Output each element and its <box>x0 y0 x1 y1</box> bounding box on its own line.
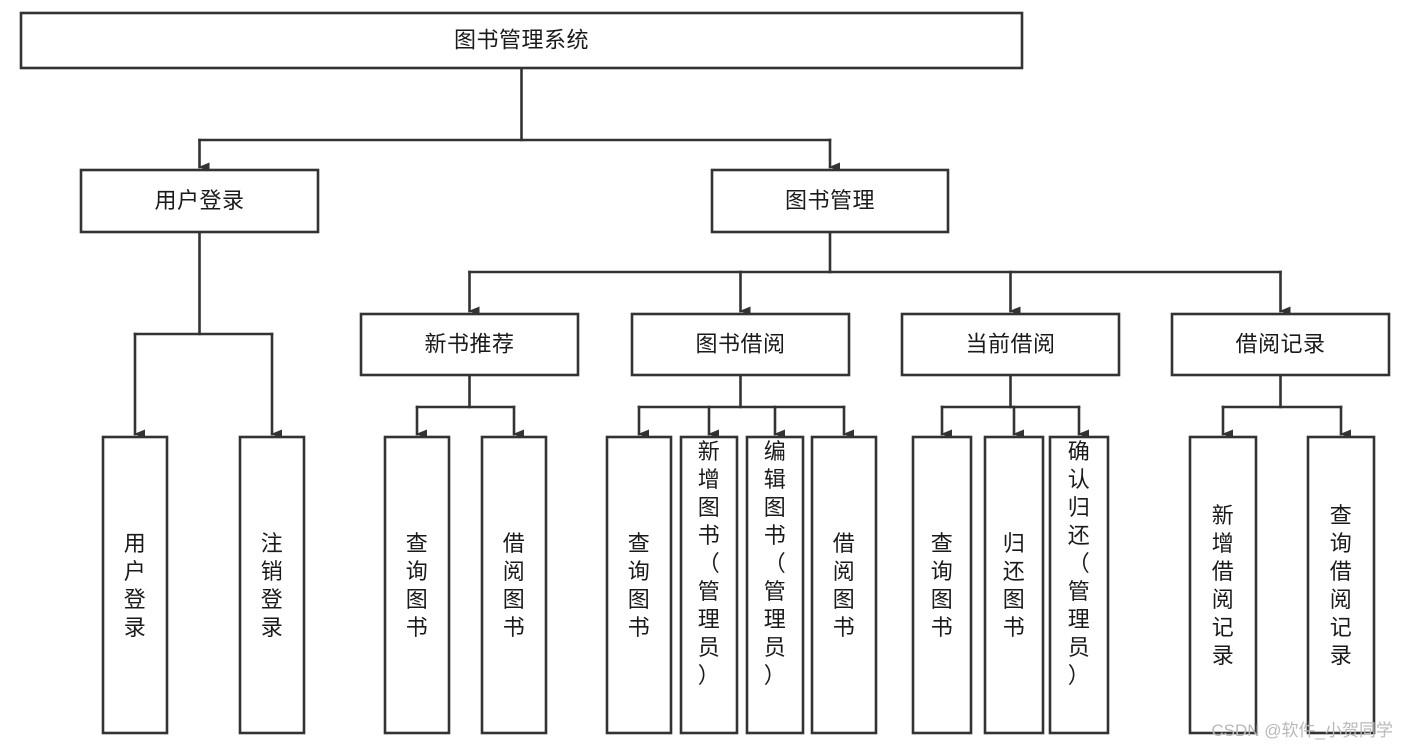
node-l3-图书借阅-label: 图书借阅 <box>695 331 785 356</box>
node-leaf-新增借阅记录[interactable]: 新增借阅记录 <box>1188 435 1258 735</box>
node-leaf-查询图书-box <box>383 435 451 735</box>
node-root-图书管理系统[interactable]: 图书管理系统 <box>19 11 1024 70</box>
node-leaf-查询图书-box <box>605 435 673 735</box>
node-leaf-新增图书管理员-box <box>679 435 739 735</box>
node-l3-借阅记录-box <box>1170 312 1391 377</box>
node-leaf-查询借阅记录-box <box>1306 435 1376 735</box>
node-leaf-注销登录[interactable]: 注销登录 <box>238 435 306 735</box>
node-l2-用户登录-box <box>79 168 320 234</box>
node-leaf-归还图书[interactable]: 归还图书 <box>983 435 1045 735</box>
node-leaf-借阅图书[interactable]: 借阅图书 <box>810 435 878 735</box>
node-l3-图书借阅[interactable]: 图书借阅 <box>630 312 851 377</box>
node-leaf-归还图书-box <box>983 435 1045 735</box>
node-l3-新书推荐-box <box>359 312 580 377</box>
node-l3-借阅记录[interactable]: 借阅记录 <box>1170 312 1391 377</box>
node-leaf-注销登录-box <box>238 435 306 735</box>
node-leaf-查询图书[interactable]: 查询图书 <box>911 435 973 735</box>
node-leaf-借阅图书-label: 借阅图书 <box>833 531 856 640</box>
node-leaf-编辑图书管理员[interactable]: 编辑图书（管理员） <box>745 435 805 735</box>
connector-layer <box>133 66 1351 439</box>
node-l3-当前借阅-box <box>900 312 1121 377</box>
node-leaf-借阅图书-label: 借阅图书 <box>503 531 526 640</box>
node-l3-借阅记录-label: 借阅记录 <box>1235 331 1325 356</box>
node-leaf-用户登录[interactable]: 用户登录 <box>101 435 169 735</box>
node-l3-图书借阅-box <box>630 312 851 377</box>
node-leaf-查询图书-label: 查询图书 <box>406 531 429 640</box>
node-leaf-新增借阅记录-box <box>1188 435 1258 735</box>
node-leaf-查询图书[interactable]: 查询图书 <box>605 435 673 735</box>
node-l2-图书管理-box <box>710 168 950 234</box>
node-leaf-查询图书-label: 查询图书 <box>931 531 954 640</box>
node-leaf-用户登录-box <box>101 435 169 735</box>
node-leaf-编辑图书管理员-box <box>745 435 805 735</box>
node-leaf-确认归还管理员-box <box>1048 435 1110 735</box>
node-leaf-新增借阅记录-label: 新增借阅记录 <box>1212 503 1235 668</box>
node-leaf-查询借阅记录-label: 查询借阅记录 <box>1330 503 1353 668</box>
node-l2-用户登录-label: 用户登录 <box>154 188 244 213</box>
node-leaf-查询借阅记录[interactable]: 查询借阅记录 <box>1306 435 1376 735</box>
node-l2-用户登录[interactable]: 用户登录 <box>79 168 320 234</box>
node-leaf-查询图书-label: 查询图书 <box>628 531 651 640</box>
node-leaf-新增图书管理员[interactable]: 新增图书（管理员） <box>679 435 739 735</box>
node-leaf-注销登录-label: 注销登录 <box>261 531 284 640</box>
node-leaf-编辑图书管理员-label: 编辑图书（管理员） <box>764 439 787 688</box>
node-leaf-用户登录-label: 用户登录 <box>124 531 147 640</box>
node-leaf-查询图书-box <box>911 435 973 735</box>
node-l2-图书管理-label: 图书管理 <box>785 188 875 213</box>
node-leaf-归还图书-label: 归还图书 <box>1003 531 1026 640</box>
node-leaf-新增图书管理员-label: 新增图书（管理员） <box>698 439 721 688</box>
node-leaf-查询图书[interactable]: 查询图书 <box>383 435 451 735</box>
node-layer: 图书管理系统用户登录图书管理新书推荐图书借阅当前借阅借阅记录用户登录注销登录查询… <box>19 11 1391 735</box>
node-leaf-借阅图书-box <box>480 435 548 735</box>
node-leaf-借阅图书-box <box>810 435 878 735</box>
node-l3-当前借阅[interactable]: 当前借阅 <box>900 312 1121 377</box>
node-leaf-确认归还管理员[interactable]: 确认归还（管理员） <box>1048 435 1110 735</box>
node-l3-新书推荐[interactable]: 新书推荐 <box>359 312 580 377</box>
node-l3-当前借阅-label: 当前借阅 <box>965 331 1055 356</box>
node-root-图书管理系统-label: 图书管理系统 <box>454 27 589 52</box>
node-leaf-借阅图书[interactable]: 借阅图书 <box>480 435 548 735</box>
node-root-图书管理系统-box <box>19 11 1024 70</box>
node-l3-新书推荐-label: 新书推荐 <box>424 331 514 356</box>
node-leaf-确认归还管理员-label: 确认归还（管理员） <box>1068 439 1091 688</box>
node-l2-图书管理[interactable]: 图书管理 <box>710 168 950 234</box>
